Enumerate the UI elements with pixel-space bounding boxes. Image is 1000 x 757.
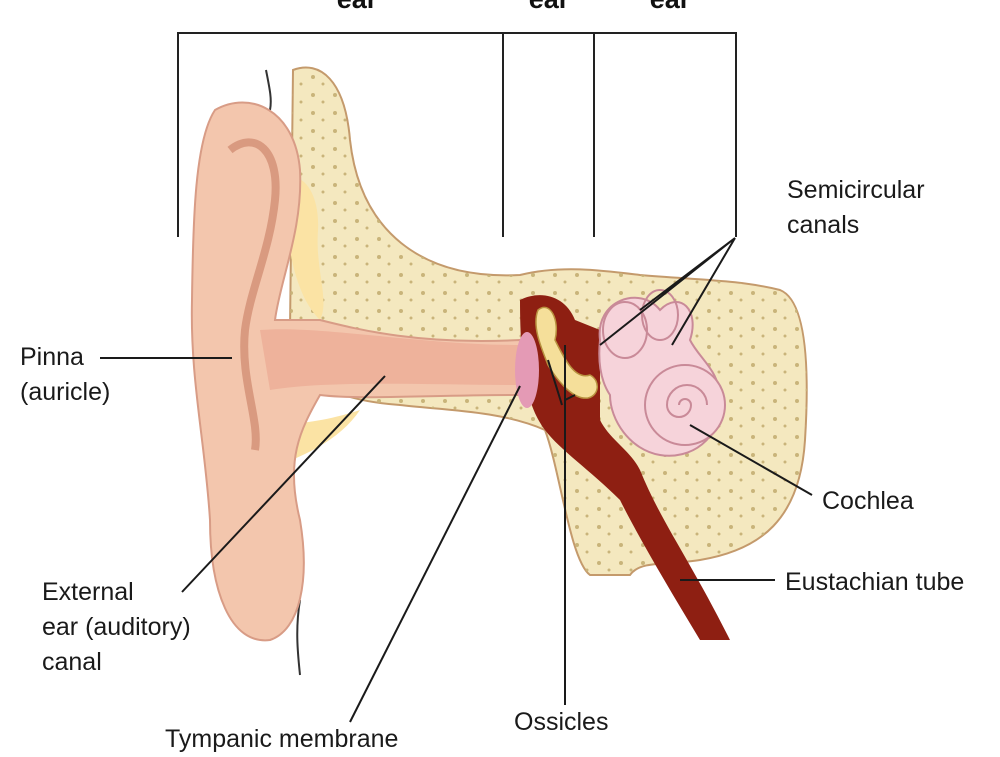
region-brackets	[177, 32, 737, 237]
header-middle-ear: ear	[529, 0, 570, 15]
label-cochlea: Cochlea	[822, 487, 914, 515]
skin-contour	[265, 69, 301, 676]
label-external-line3: canal	[42, 648, 102, 676]
label-pinna-line2: (auricle)	[20, 378, 111, 406]
header-outer-ear: ear	[337, 0, 378, 15]
ear-canal	[260, 329, 520, 390]
label-external-line1: External	[42, 578, 134, 606]
label-semicircular-line1: Semicircular	[787, 176, 925, 204]
label-ossicles: Ossicles	[514, 708, 609, 736]
label-tympanic-membrane: Tympanic membrane	[165, 725, 399, 753]
label-eustachian-tube: Eustachian tube	[785, 568, 965, 596]
label-pinna-line1: Pinna	[20, 343, 84, 371]
leader-lines	[100, 237, 813, 723]
label-external-line2: ear (auditory)	[42, 613, 191, 641]
inner-ear	[598, 289, 726, 457]
label-pinna: Pinna (auricle)	[20, 340, 110, 410]
header-inner-ear: ear	[650, 0, 691, 15]
label-external-canal: External ear (auditory) canal	[42, 575, 191, 680]
tympanic-membrane-shape	[515, 332, 539, 408]
label-semicircular-line2: canals	[787, 211, 860, 239]
label-semicircular-canals: Semicircular canals	[787, 173, 925, 243]
ossicles-shape	[535, 306, 598, 399]
